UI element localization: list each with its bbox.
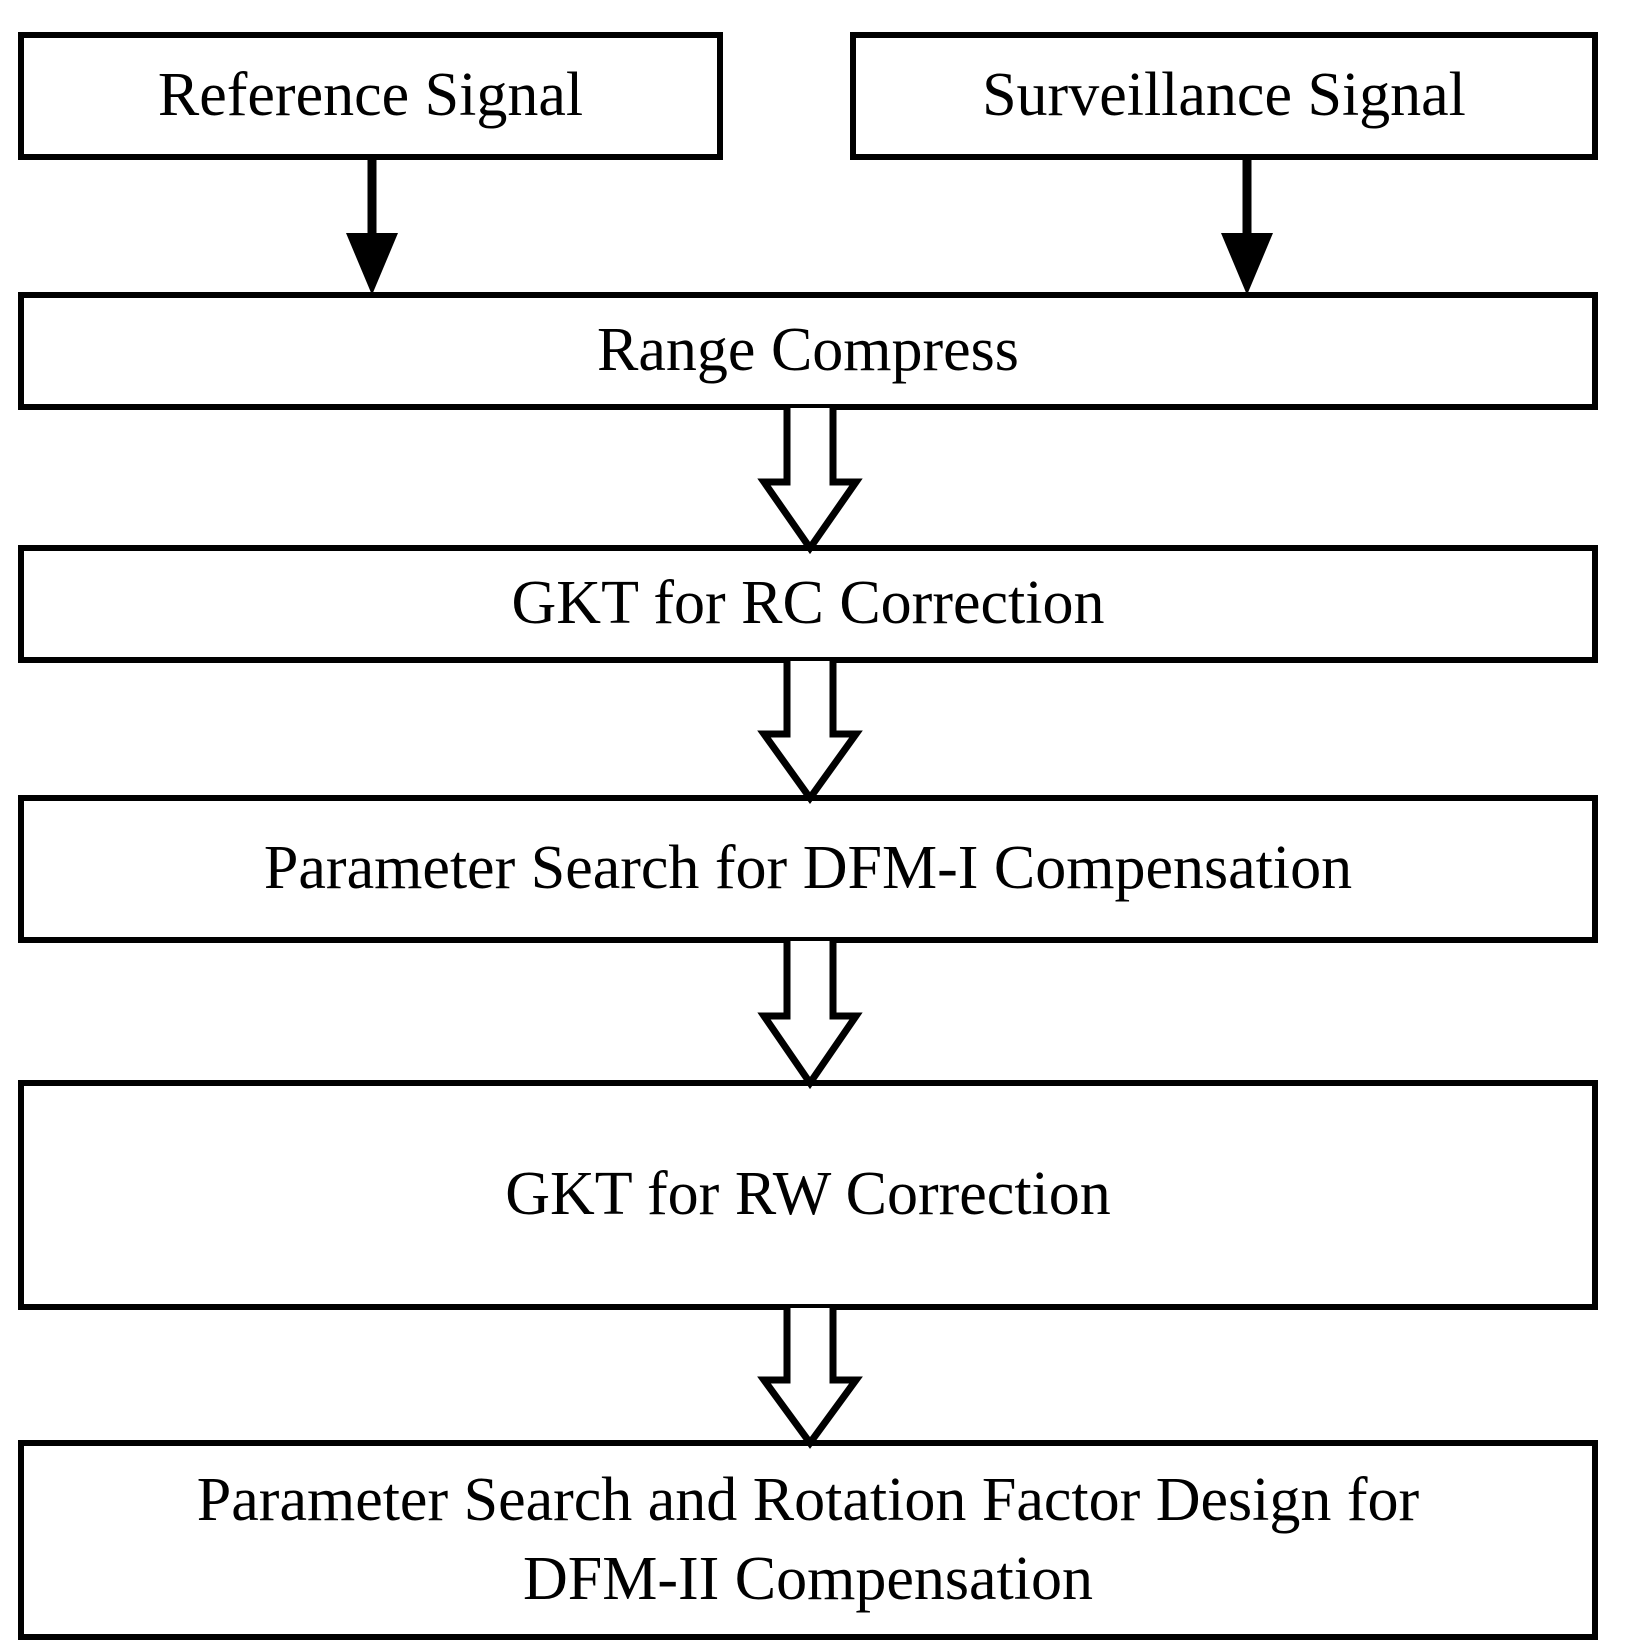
connector-range-compress-to-gkt-rc-arrow-icon [757,408,863,555]
connector-reference-to-range-compress-arrow-icon [342,160,402,295]
node-label-range-compress: Range Compress [597,316,1019,385]
connector-gkt-rc-to-parameter-search-dfm1-arrow-icon [757,661,863,804]
node-gkt-rc-correction[interactable]: GKT for RC Correction [18,545,1598,663]
node-label-parameter-search-rotation-dfm2: Parameter Search and Rotation Factor Des… [196,1465,1420,1613]
node-label-reference-signal: Reference Signal [157,61,584,130]
connector-parameter-search-dfm1-to-gkt-rw-arrow-icon [757,941,863,1090]
node-label-gkt-rc-correction: GKT for RC Correction [511,569,1105,638]
connector-gkt-rw-to-parameter-search-dfm2-arrow-icon [757,1308,863,1449]
node-label-parameter-search-dfm1: Parameter Search for DFM-I Compensation [263,834,1353,903]
node-label-surveillance-signal: Surveillance Signal [982,61,1466,130]
node-label-gkt-rw-correction: GKT for RW Correction [505,1160,1111,1229]
node-parameter-search-rotation-dfm2[interactable]: Parameter Search and Rotation Factor Des… [18,1440,1598,1640]
connector-surveillance-to-range-compress-arrow-icon [1217,160,1277,295]
node-surveillance-signal[interactable]: Surveillance Signal [850,32,1598,160]
node-range-compress[interactable]: Range Compress [18,292,1598,410]
node-parameter-search-dfm1[interactable]: Parameter Search for DFM-I Compensation [18,795,1598,943]
node-gkt-rw-correction[interactable]: GKT for RW Correction [18,1080,1598,1310]
node-reference-signal[interactable]: Reference Signal [18,32,723,160]
